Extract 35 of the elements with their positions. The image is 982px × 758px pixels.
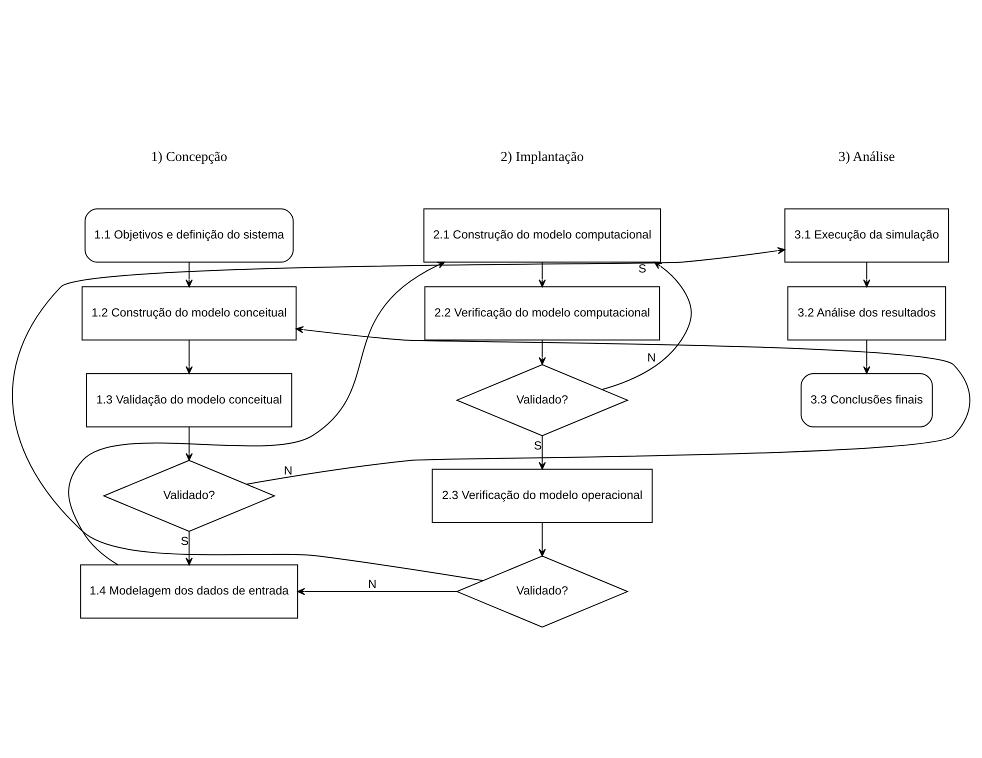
arrow: [538, 340, 546, 365]
node-box: 3.1 Execução da simulação: [784, 208, 950, 263]
node-box: 2.1 Construção do modelo computacional: [423, 208, 662, 263]
edge-label: N: [284, 464, 292, 478]
label: 1) Concepção: [151, 149, 228, 164]
node-box: 3.3 Conclusões finais: [800, 373, 933, 428]
arrow: [186, 262, 193, 288]
arrow: [538, 435, 546, 470]
edge-label: N: [647, 350, 656, 365]
arrow: [186, 340, 193, 374]
arrow: [863, 340, 870, 374]
arrow: [863, 262, 870, 288]
label: 3) Análise: [838, 149, 895, 164]
label: 2) Implantação: [500, 149, 584, 164]
arrow: [186, 426, 193, 461]
arrow: [297, 588, 458, 596]
node-box: 2.3 Verificação do modelo operacional: [432, 468, 653, 523]
arrow: [246, 326, 970, 485]
node-box: 1.4 Modelagem dos dados de entrada: [80, 564, 298, 619]
edge-label: N: [368, 577, 377, 592]
arrow: [186, 530, 193, 566]
edge-label: S: [638, 262, 646, 276]
edge-label: S: [534, 438, 542, 452]
node-box: 2.2 Verificação do modelo computacional: [424, 286, 660, 341]
node-diamond: Validado?: [102, 460, 276, 532]
node-box: 1.2 Construção do modelo conceitual: [82, 286, 297, 341]
arrow: [538, 522, 546, 557]
edge-label: S: [180, 534, 189, 548]
node-diamond: Validado?: [456, 556, 629, 628]
arrow: [12, 247, 786, 582]
node-box: 1.1 Objetivos e definição do sistema: [84, 208, 294, 263]
arrow: [538, 262, 546, 288]
node-box: 3.2 Análise dos resultados: [787, 286, 946, 341]
node-box: 1.3 Validação do modelo conceitual: [86, 373, 292, 428]
node-diamond: Validado?: [456, 364, 629, 436]
